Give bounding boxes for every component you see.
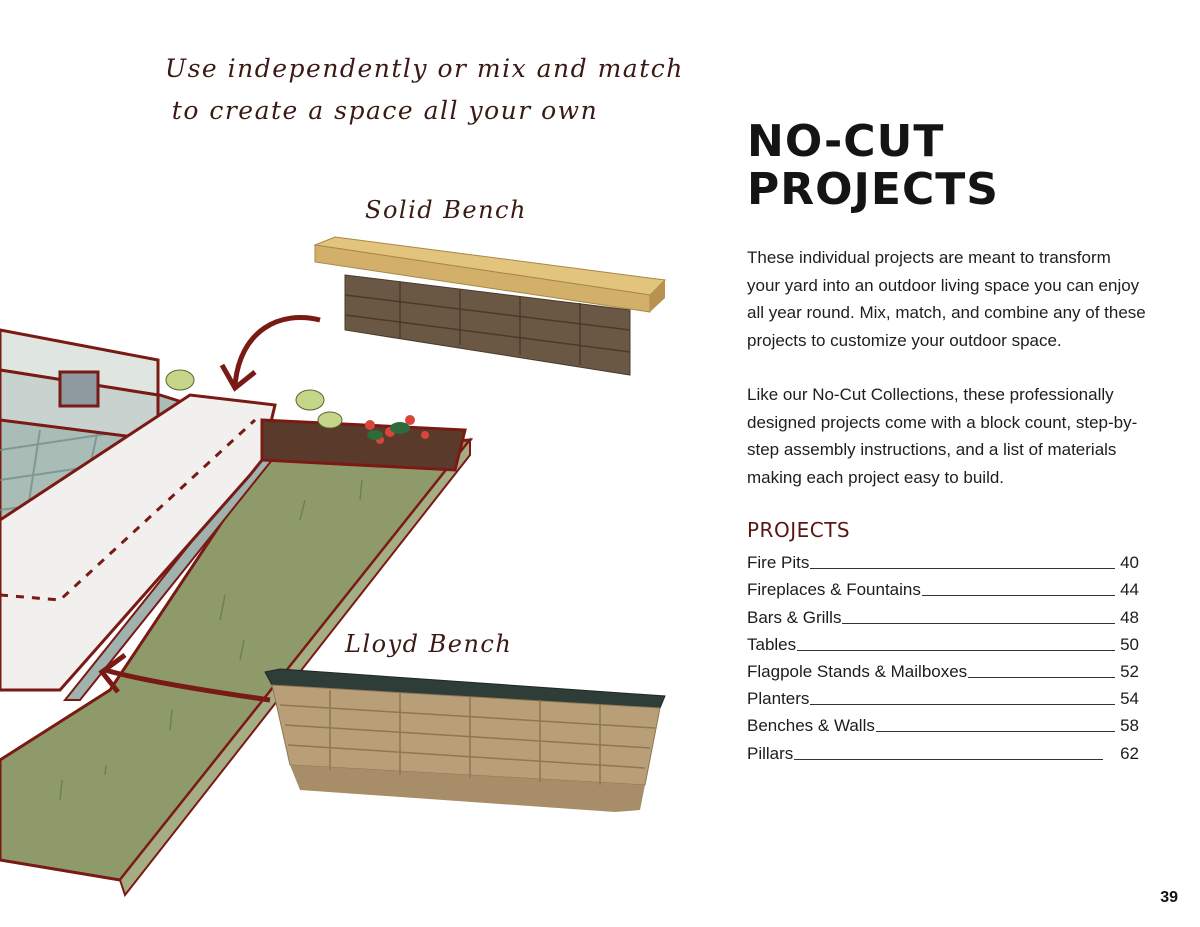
toc-page-number: 62: [1120, 743, 1139, 763]
intro-text: These individual projects are meant to t…: [747, 244, 1147, 491]
toc-item-fireplaces-fountains[interactable]: Fireplaces & Fountains 44: [747, 573, 1139, 600]
toc-page-number: 48: [1120, 607, 1139, 627]
toc-item-pillars[interactable]: Pillars 62: [747, 736, 1139, 763]
page-number: 39: [1160, 889, 1178, 906]
toc-item-bars-grills[interactable]: Bars & Grills 48: [747, 600, 1139, 627]
toc-item-fire-pits[interactable]: Fire Pits 40: [747, 546, 1139, 573]
toc-item-benches-walls[interactable]: Benches & Walls 58: [747, 709, 1139, 736]
toc-label: Bars & Grills: [747, 607, 842, 627]
lloyd-bench-image: [264, 668, 666, 812]
toc-item-planters[interactable]: Planters 54: [747, 682, 1139, 709]
toc-label: Flagpole Stands & Mailboxes: [747, 661, 968, 681]
toc-label: Tables: [747, 634, 797, 654]
page-title: NO-CUT PROJECTS: [747, 118, 1147, 214]
intro-paragraph-1: These individual projects are meant to t…: [747, 248, 1146, 350]
toc-leader-line: [968, 676, 1115, 678]
toc-page-number: 50: [1120, 634, 1139, 654]
tagline-line-2: to create a space all your own: [171, 96, 599, 125]
projects-toc: Fire Pits 40 Fireplaces & Fountains 44 B…: [747, 546, 1139, 764]
toc-leader-line: [797, 649, 1115, 651]
tagline: Use independently or mix and match to cr…: [165, 48, 684, 132]
toc-leader-line: [875, 731, 1115, 733]
arrow-icon: [232, 315, 321, 386]
toc-leader-line: [810, 568, 1115, 570]
page-title-line-2: PROJECTS: [747, 164, 999, 215]
toc-page-number: 44: [1120, 580, 1139, 600]
toc-label: Fire Pits: [747, 553, 810, 573]
content-column: NO-CUT PROJECTS These individual project…: [747, 118, 1147, 764]
toc-leader-line: [842, 622, 1115, 624]
patio-illustration: [0, 236, 667, 898]
intro-paragraph-2: Like our No-Cut Collections, these profe…: [747, 385, 1138, 487]
toc-leader-line: [810, 704, 1115, 706]
toc-item-tables[interactable]: Tables 50: [747, 628, 1139, 655]
toc-label: Planters: [747, 689, 810, 709]
projects-heading: PROJECTS: [747, 518, 851, 542]
page-title-line-1: NO-CUT: [747, 116, 945, 167]
solid-bench-label: Solid Bench: [365, 196, 527, 224]
toc-page-number: 52: [1120, 661, 1139, 681]
toc-item-flagpole-mailboxes[interactable]: Flagpole Stands & Mailboxes 52: [747, 655, 1139, 682]
fabric-overlay: [0, 393, 277, 692]
toc-page-number: 58: [1120, 716, 1139, 736]
lloyd-bench-label: Lloyd Bench: [345, 630, 513, 658]
solid-bench-image: [313, 236, 667, 376]
planter: [260, 418, 467, 472]
toc-label: Fireplaces & Fountains: [747, 580, 921, 600]
toc-page-number: 54: [1120, 689, 1139, 709]
toc-label: Pillars: [747, 743, 794, 763]
toc-label: Benches & Walls: [747, 716, 875, 736]
toc-leader-line: [794, 758, 1103, 760]
toc-page-number: 40: [1120, 553, 1139, 573]
toc-leader-line: [921, 595, 1115, 597]
tagline-line-1: Use independently or mix and match: [165, 54, 684, 83]
